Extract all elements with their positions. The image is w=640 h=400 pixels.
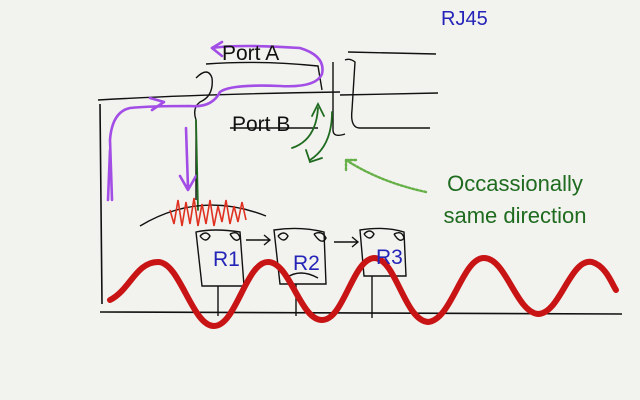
rj45-jack: [193, 51, 439, 200]
port-b-label: Port B: [232, 113, 291, 136]
router-r3-shape: [359, 227, 407, 318]
light-green-arrow: [344, 158, 428, 194]
port-a-label: Port A: [222, 42, 280, 65]
left-wall-line: [99, 103, 103, 305]
occasionally-note: Occassionally same direction: [420, 168, 610, 232]
rj45-title: RJ45: [441, 8, 488, 30]
router-r1-label: R1: [213, 248, 240, 271]
red-sine-wave: [107, 254, 619, 330]
green-signal-arrows: [195, 101, 333, 211]
note-line-2: same direction: [443, 203, 587, 228]
purple-signal-arrows: [106, 40, 324, 202]
router-chain-arrows: [246, 234, 360, 248]
noise-burst: [139, 197, 267, 227]
router-r2-label: R2: [293, 252, 320, 275]
note-line-1: Occassionally: [447, 171, 583, 196]
router-r1-shape: [195, 229, 245, 316]
router-r3-label: R3: [376, 246, 403, 269]
router-r2-shape: [273, 227, 327, 316]
